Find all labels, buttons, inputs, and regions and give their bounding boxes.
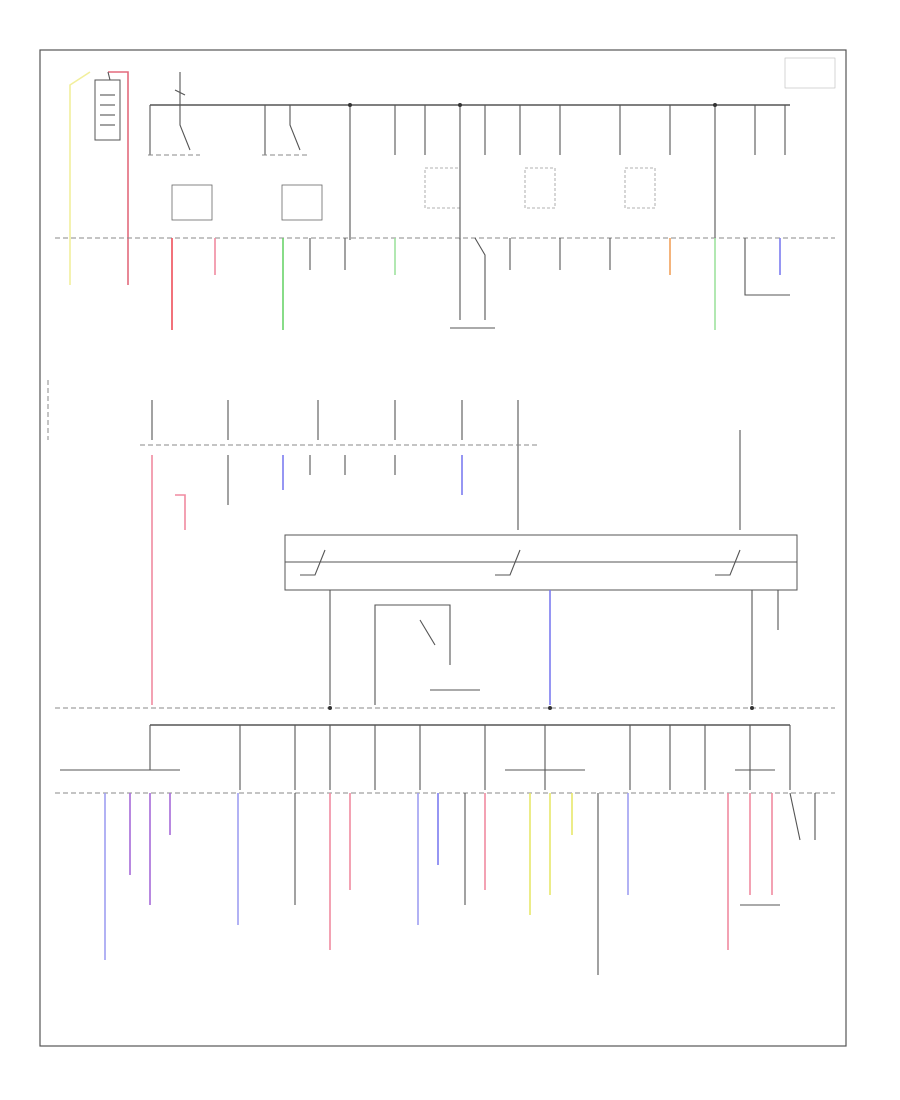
wire-battery-yellow [69,71,91,285]
lower-middle-wires [329,590,779,705]
diagram-frame [39,49,847,1047]
wire-fusible-link-red [108,71,129,285]
middle-colored-wires [151,455,463,705]
bottom-fuses [60,724,791,790]
ignition-switch [284,534,798,591]
top-bus-drops [349,105,786,240]
relay-boxes [171,167,656,221]
battery [94,79,121,141]
top-switches [148,105,310,156]
middle-fuses [151,400,741,530]
title-block [784,57,836,89]
bottom-colored-wires [104,792,816,975]
top-gray-outputs [309,237,790,329]
top-colored-wires [171,238,781,330]
junction-dots [328,103,754,710]
